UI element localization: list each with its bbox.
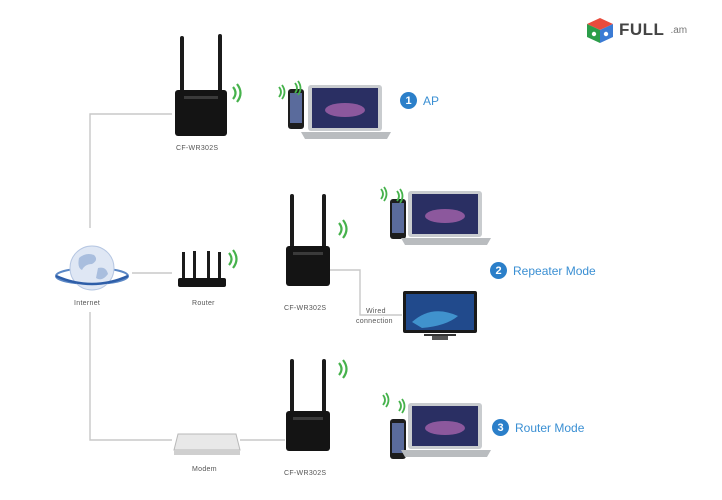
repeater-label-mid: CF-WR302S	[284, 305, 327, 312]
wired-label: Wired	[366, 308, 386, 315]
internet-label: Internet	[74, 300, 101, 307]
mode-label: Router Mode	[515, 420, 585, 435]
repeater-label-bottom: CF-WR302S	[284, 470, 327, 477]
mode-label: Repeater Mode	[513, 263, 596, 278]
repeater-device-mid	[284, 192, 332, 292]
mode-number-badge: 3	[492, 419, 509, 436]
wifi-signal-icon	[278, 84, 286, 100]
modem-label: Modem	[192, 466, 217, 473]
repeater-device-bottom	[284, 357, 332, 457]
wifi-signal-icon	[338, 359, 348, 379]
mode-label: AP	[423, 93, 440, 108]
router-label: Router	[192, 300, 215, 307]
smartphone-icon	[390, 199, 406, 239]
modem-device	[172, 430, 242, 458]
wired-label-line-2: connection	[356, 318, 393, 325]
wifi-signal-icon	[398, 398, 406, 414]
repeater-device-ap	[172, 30, 230, 140]
connection-label: connection	[356, 318, 393, 325]
tv-icon	[403, 291, 477, 340]
wifi-signal-icon	[396, 188, 404, 204]
wifi-signal-icon	[382, 392, 390, 408]
repeater-label-ap: CF-WR302S	[176, 145, 219, 152]
smartphone-icon	[288, 89, 304, 129]
wifi-signal-icon	[380, 186, 388, 202]
router-device	[176, 250, 228, 290]
laptop-icon	[301, 85, 391, 139]
wifi-signal-icon	[228, 249, 238, 269]
wifi-repeater-icon	[175, 34, 227, 136]
globe-icon	[55, 245, 129, 291]
logo-tld: .am	[670, 24, 688, 36]
logo-name: FULL	[619, 20, 665, 39]
laptop-icon	[401, 191, 491, 245]
mode-router: 3 Router Mode	[492, 419, 584, 436]
full-am-logo: FULL .am	[585, 16, 687, 44]
wifi-signal-icon	[232, 83, 242, 103]
mode-number-badge: 2	[490, 262, 507, 279]
modem-icon	[173, 433, 241, 455]
wifi-repeater-icon	[286, 194, 330, 286]
wired-label-line-1: Wired	[366, 308, 386, 315]
logo-cube-icon	[587, 18, 613, 43]
router-icon	[178, 251, 226, 287]
internet-globe	[52, 242, 132, 298]
laptop-icon	[401, 403, 491, 457]
smartphone-icon	[390, 419, 406, 459]
wifi-repeater-icon	[286, 359, 330, 451]
wifi-signal-icon	[338, 219, 348, 239]
wifi-signal-icon	[294, 80, 302, 96]
mode-ap: 1 AP	[400, 92, 439, 109]
mode-repeater: 2 Repeater Mode	[490, 262, 596, 279]
mode-number-badge: 1	[400, 92, 417, 109]
